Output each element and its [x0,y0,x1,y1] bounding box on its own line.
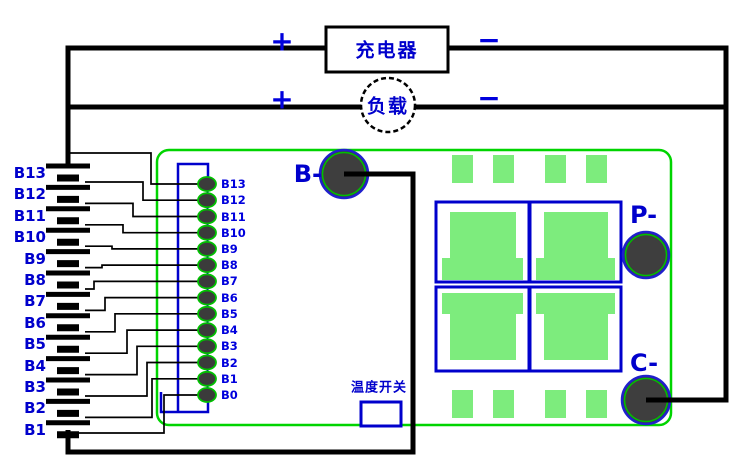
charger-plus-sign: + [270,24,294,58]
solder-pad [586,390,607,418]
battery-cell-label: B12 [13,185,46,204]
wire-negative-return [448,45,729,403]
connector-pin [197,289,217,306]
battery-cell-label: B3 [24,378,46,396]
solder-pad [493,155,514,183]
mosfet-footprints [434,200,623,373]
charger-box [324,25,450,74]
sense-wire [85,312,198,333]
load-circle [359,76,417,134]
sense-wire [85,345,198,376]
battery-cell-label: B8 [24,271,46,289]
battery-cell-label: B9 [24,249,46,268]
connector-pin [197,192,217,209]
connector-pin-label: B7 [221,274,238,289]
battery-cell-label: B5 [24,335,46,354]
connector-pin-label: B0 [221,388,238,402]
solder-pad [493,390,514,418]
connector-pin [197,224,217,241]
load-minus-sign: − [477,81,501,115]
temp-switch-label: 温度开关 [350,380,408,396]
charger-label: 充电器 [355,39,419,62]
sense-wire [85,329,198,355]
charger-minus-sign: − [477,23,501,57]
connector-pin-label: B1 [221,371,238,386]
power-wires [65,45,729,455]
solder-pads [452,155,607,418]
connector-outline [176,162,210,412]
connector-pin-label: B13 [221,177,246,191]
connector-pin [197,176,217,192]
connector-pin-label: B3 [221,339,238,354]
connector-pin [197,354,217,371]
connector-pin-label: B11 [221,209,246,224]
battery-cell-label: B1 [24,420,46,439]
p-minus-label: P- [630,201,658,229]
sense-wire [85,264,198,269]
sense-wire [68,394,198,434]
sense-wire [85,361,198,397]
mosfet-pads [442,212,615,360]
sense-wire [85,245,198,250]
connector-pin [197,208,217,225]
connector-pin-label: B8 [221,258,238,273]
connector-pin-label: B2 [221,355,238,370]
connector-pin [197,387,217,403]
solder-pad [452,390,473,418]
load-label: 负载 [366,95,410,118]
b-minus-label: B- [293,160,322,188]
sense-wires [68,152,198,434]
connector-pin-label: B10 [221,225,246,240]
connector-pin-label: B9 [221,241,238,256]
connector-pin-label: B4 [221,323,238,338]
solder-pad [586,155,607,183]
battery-cell-label: B6 [24,313,46,332]
connector-pin [197,257,217,274]
connector-pin-label: B12 [221,193,246,208]
sense-wire [85,223,198,234]
connector-pin [197,370,217,387]
connector-pin-label: B6 [221,290,238,305]
connector-pins [197,176,217,403]
c-minus-label: C- [630,349,659,377]
connector-pin [197,240,217,257]
sense-wire [68,152,198,185]
solder-pad [545,155,566,183]
solder-pad [545,390,566,418]
sense-wire [85,296,198,312]
sense-wire [85,181,198,202]
battery-cell-label: B10 [13,228,46,247]
temp-switch-footprint [359,400,403,428]
solder-pad [452,155,473,183]
sense-wire [85,280,198,290]
battery-cell-label: B2 [24,399,46,418]
battery-stack [46,163,90,439]
battery-cell-label: B4 [24,356,46,375]
battery-cell-label: B11 [13,206,46,225]
connector-pin [197,273,217,290]
battery-cell-label: B7 [24,292,46,311]
sense-wire [85,202,198,218]
connector-pin [197,322,217,339]
connector-pin-label: B5 [221,306,238,321]
load-plus-sign: + [270,82,294,116]
connector-pin [197,305,217,322]
battery-cell-label: B13 [13,164,46,182]
connector-outline-hook [159,392,210,414]
sense-wire [85,377,198,419]
terminal-p-minus [621,230,671,280]
connector-pin [197,338,217,355]
wire-b-minus [65,171,416,455]
terminal-p-minus-ring [624,233,668,277]
wire-charger-positive [65,45,326,168]
